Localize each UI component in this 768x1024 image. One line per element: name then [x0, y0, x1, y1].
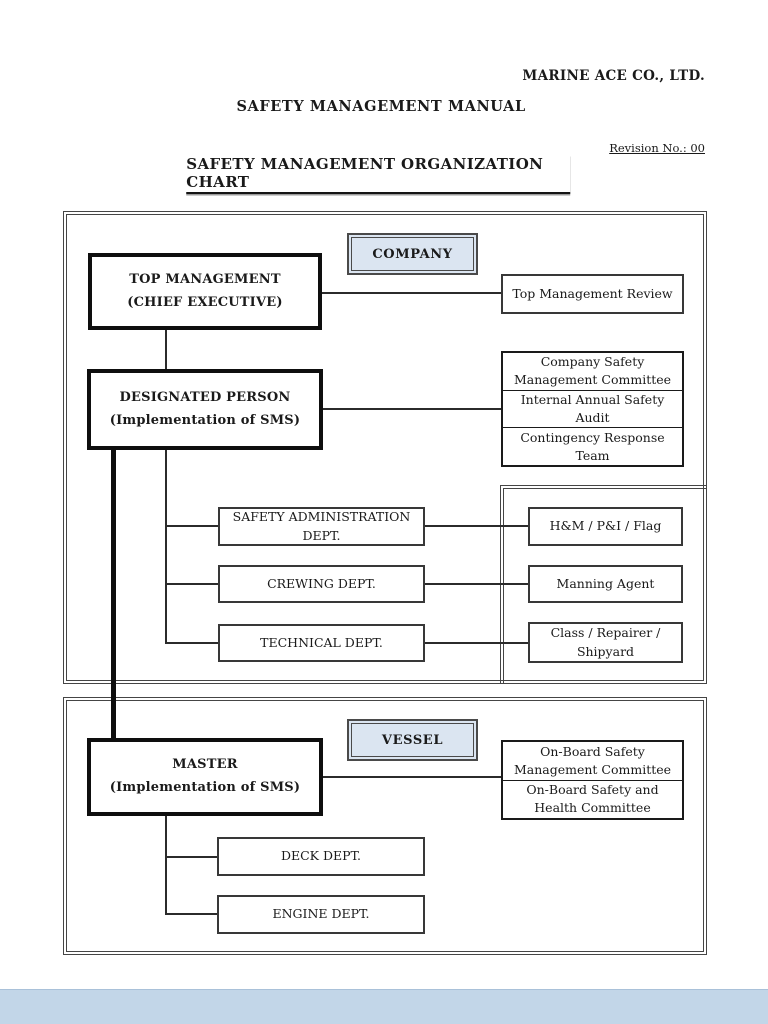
chart-title: SAFETY MANAGEMENT ORGANIZATION CHART — [186, 155, 571, 194]
company-section-frame — [63, 211, 707, 684]
revision-number: Revision No.: 00 — [609, 141, 705, 155]
connector-topmgmt-designated — [165, 328, 167, 371]
branch-stub-technical — [165, 642, 218, 644]
manual-title: SAFETY MANAGEMENT MANUAL — [236, 98, 526, 115]
company-dept-branch-line — [165, 448, 167, 644]
manning-agent-box: Manning Agent — [528, 565, 683, 603]
vessel-dept-branch-line — [165, 814, 167, 915]
connector-technical-class — [425, 642, 528, 644]
vessel-label: VESSEL — [351, 723, 474, 757]
master-line2: (Implementation of SMS) — [109, 780, 301, 795]
technical-dept-box: TECHNICAL DEPT. — [218, 624, 425, 662]
top-management-box: TOP MANAGEMENT (CHIEF EXECUTIVE) — [88, 253, 322, 330]
class-repairer-shipyard-box: Class / Repairer / Shipyard — [528, 622, 683, 663]
deck-dept-box: DECK DEPT. — [217, 837, 425, 876]
connector-master-committees — [321, 776, 501, 778]
committee-cell: Company Safety Management Committee — [513, 354, 672, 388]
vessel-committees-stack: On-Board Safety Management Committee On-… — [501, 740, 684, 820]
designated-person-box: DESIGNATED PERSON (Implementation of SMS… — [87, 369, 323, 450]
company-label-box: COMPANY — [347, 233, 478, 275]
company-name: MARINE ACE CO., LTD. — [522, 68, 705, 84]
top-management-line1: TOP MANAGEMENT — [129, 271, 281, 287]
designated-person-line1: DESIGNATED PERSON — [119, 389, 291, 405]
branch-stub-safety-admin — [165, 525, 218, 527]
vessel-label-box: VESSEL — [347, 719, 478, 761]
engine-dept-box: ENGINE DEPT. — [217, 895, 425, 934]
committee-cell: On-Board Safety and Health Committee — [503, 779, 682, 819]
vessel-section-frame-inner — [66, 700, 704, 952]
committee-cell: On-Board Safety Management Committee — [513, 743, 672, 777]
connector-topmgmt-review — [320, 292, 502, 294]
hm-pi-flag-box: H&M / P&I / Flag — [528, 507, 683, 546]
safety-admin-dept-box: SAFETY ADMINISTRATION DEPT. — [218, 507, 425, 546]
connector-designated-committees — [321, 408, 501, 410]
crewing-dept-box: CREWING DEPT. — [218, 565, 425, 603]
company-committees-stack: Company Safety Management Committee Inte… — [501, 351, 684, 467]
committee-cell: Internal Annual Safety Audit — [503, 389, 682, 428]
top-management-line2: (CHIEF EXECUTIVE) — [127, 294, 283, 310]
company-label: COMPANY — [351, 237, 474, 271]
top-management-review-box: Top Management Review — [501, 274, 684, 314]
branch-stub-crewing — [165, 583, 218, 585]
branch-stub-deck — [165, 856, 217, 858]
master-line1: MASTER — [172, 757, 238, 773]
external-parties-notch-inner — [503, 488, 707, 683]
committee-cell: Contingency Response Team — [503, 427, 682, 465]
vessel-section-frame — [63, 697, 707, 955]
company-section-frame-inner — [66, 214, 704, 681]
connector-safetyadmin-hm — [425, 525, 528, 527]
master-box: MASTER (Implementation of SMS) — [87, 738, 323, 816]
designated-person-line2: (Implementation of SMS) — [109, 412, 301, 428]
branch-stub-engine — [165, 913, 217, 915]
page-gap-bar — [0, 989, 768, 1024]
connector-crewing-manning — [425, 583, 528, 585]
connector-designated-master — [111, 447, 116, 742]
